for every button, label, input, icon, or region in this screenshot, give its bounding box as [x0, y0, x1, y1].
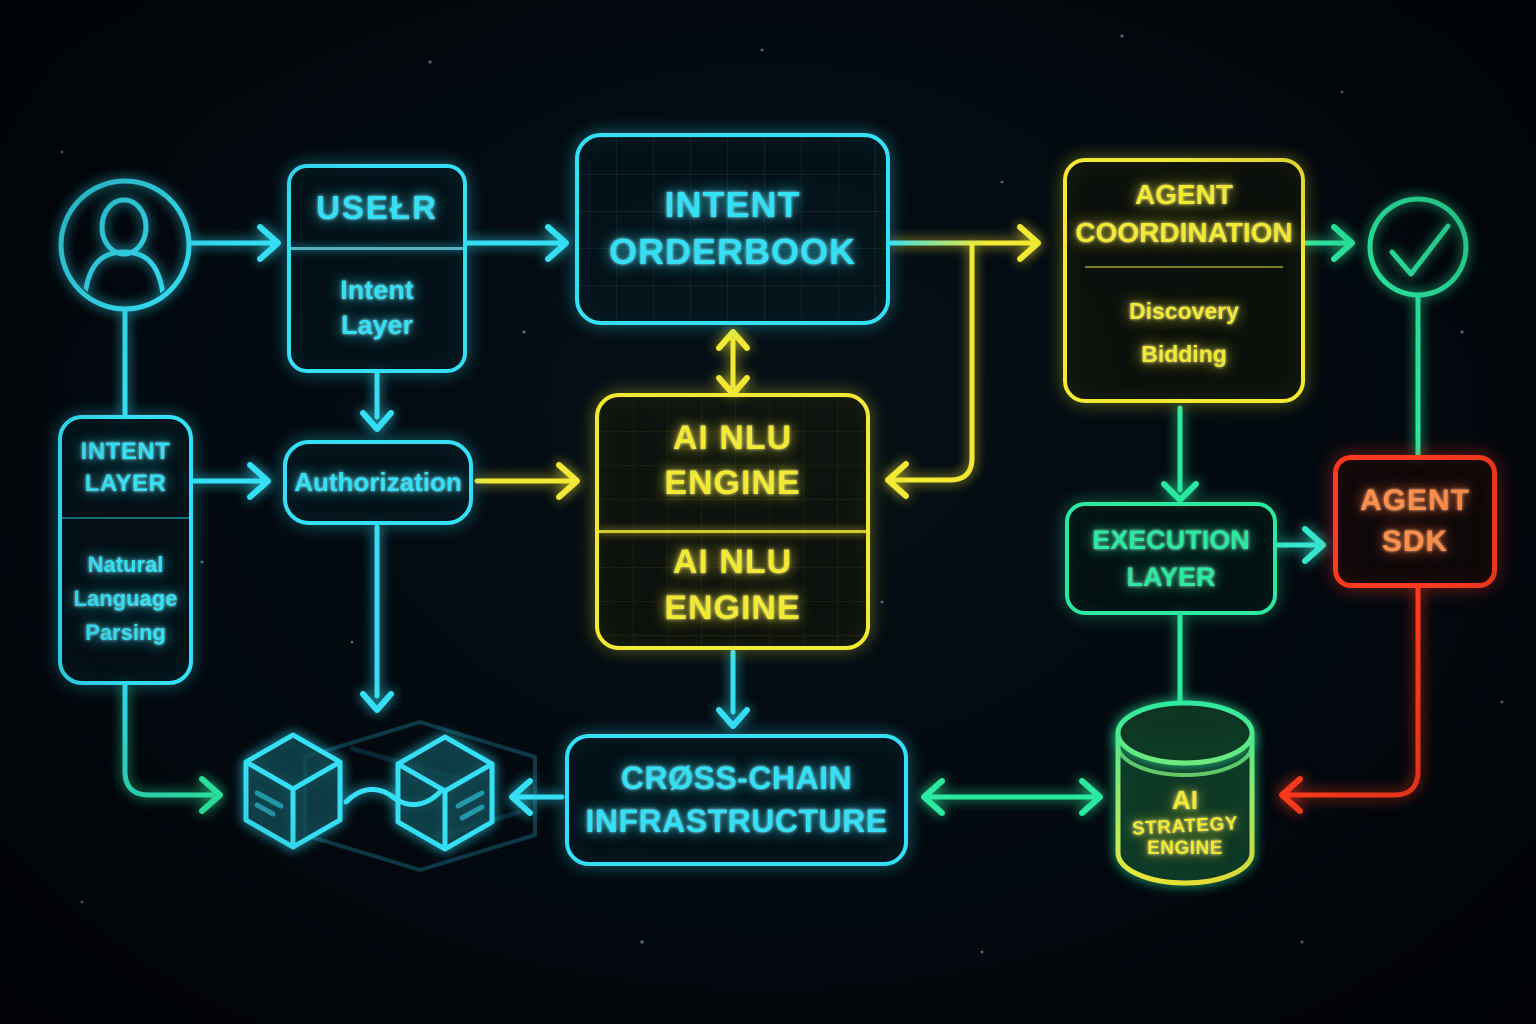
arrow-intent-layer-to-cubes	[122, 682, 215, 798]
database-cylinder-icon	[1115, 700, 1255, 886]
node-user: USEŁR Intent Layer	[287, 164, 467, 373]
star-field	[60, 34, 1504, 954]
user-title: USEŁR	[316, 188, 438, 226]
arrow-sdk-to-strategy	[1285, 585, 1421, 798]
user-subtitle: Intent Layer	[340, 274, 414, 340]
node-agent-coordination: AGENT COORDINATION Discovery Bidding	[1063, 158, 1305, 403]
user-avatar-icon	[58, 178, 192, 312]
orderbook-line2: ORDERBOOK	[608, 231, 856, 272]
node-agent-sdk: AGENT SDK	[1333, 455, 1497, 588]
intent-layer-body: Natural Language Parsing	[73, 552, 178, 645]
intent-layer-title: INTENT LAYER	[80, 437, 171, 497]
node-intent-layer: INTENT LAYER Natural Language Parsing	[58, 415, 193, 685]
nlu-top-section: AI NLU ENGINE	[664, 418, 801, 503]
green-connectors	[122, 224, 1421, 816]
node-execution-layer: EXECUTION LAYER	[1065, 502, 1277, 615]
coordination-items: Discovery Bidding	[1129, 266, 1239, 399]
nlu-bottom-section: AI NLU ENGINE	[664, 543, 801, 627]
node-cross-chain-infrastructure: CRØSS-CHAIN INFRASTRUCTURE	[565, 734, 908, 866]
cyan-connectors	[122, 224, 750, 816]
nlu-divider	[599, 530, 866, 533]
teal-connectors	[1274, 526, 1326, 564]
coordination-title: AGENT COORDINATION	[1075, 179, 1293, 248]
node-ai-strategy-engine: AI STRATEGY ENGINE	[1131, 784, 1239, 859]
node-authorization: Authorization	[283, 440, 473, 525]
arrow-branch-to-nlu	[891, 242, 975, 483]
chain-link-left	[343, 787, 397, 805]
orderbook-line1: INTENT	[664, 184, 801, 226]
user-divider	[291, 247, 463, 250]
node-ai-nlu-engine: AI NLU ENGINE AI NLU ENGINE	[595, 393, 870, 650]
yellow-connectors	[474, 224, 1041, 500]
intent-layer-divider	[62, 517, 189, 519]
blockchain-cubes-icon	[243, 719, 537, 873]
authorization-label: Authorization	[294, 467, 462, 497]
coordination-item-discovery: Discovery	[1129, 297, 1239, 324]
chain-link-right	[389, 789, 443, 807]
checkmark-circle-icon	[1367, 196, 1469, 298]
coordination-item-bidding: Bidding	[1141, 340, 1227, 367]
node-intent-orderbook: INTENT ORDERBOOK	[575, 133, 890, 325]
red-connectors	[1279, 585, 1421, 814]
coordination-divider	[1085, 266, 1283, 268]
